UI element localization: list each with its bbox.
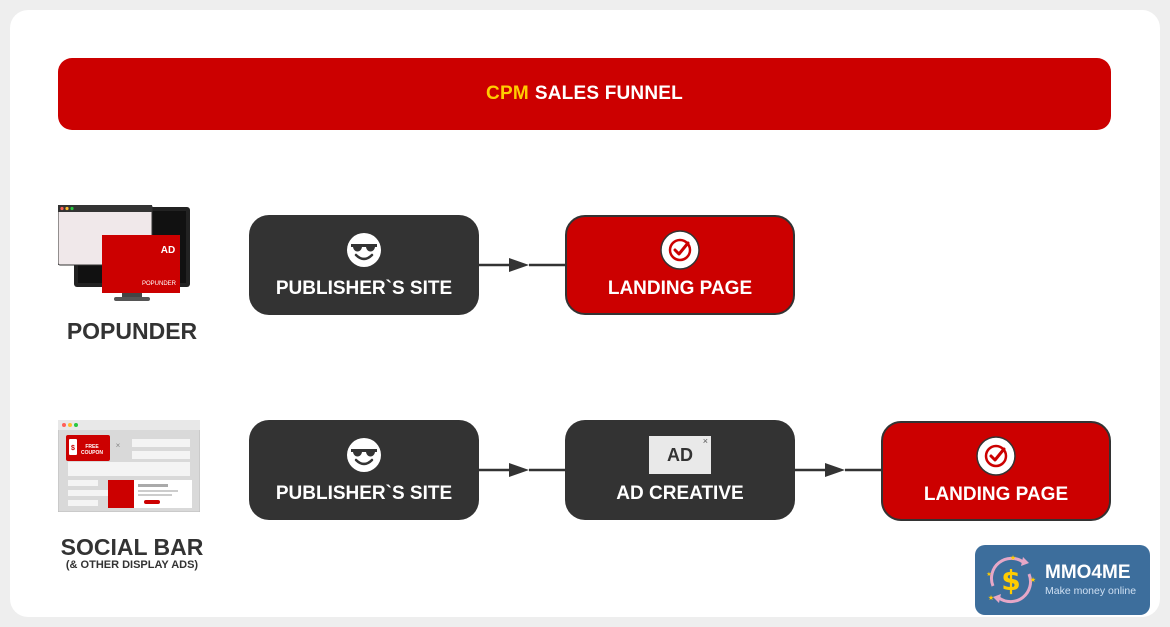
banner-highlight: CPM xyxy=(486,83,529,104)
step-publisher-site-1: PUBLISHER`S SITE xyxy=(249,215,479,315)
popunder-illustration: AD POPUNDER xyxy=(58,205,190,301)
row-label-popunder: POPUNDER xyxy=(66,318,198,344)
svg-text:★: ★ xyxy=(988,594,994,602)
logo-symbol: $ xyxy=(1001,564,1020,597)
step-ad-creative: AD × AD CREATIVE xyxy=(565,420,795,520)
logo-tagline: Make money online xyxy=(1045,585,1137,598)
ad-icon-text: AD xyxy=(667,444,693,465)
cool-face-icon xyxy=(347,438,381,472)
popunder-caption-text: POPUNDER xyxy=(142,281,177,287)
step-publisher-site-2: PUBLISHER`S SITE xyxy=(249,420,479,520)
step-landing-page-2: LANDING PAGE xyxy=(881,421,1111,521)
svg-text:★: ★ xyxy=(1010,554,1016,562)
step-label: LANDING PAGE xyxy=(607,278,753,299)
logo-brand: MMO4ME xyxy=(1045,562,1131,584)
ad-icon: AD × xyxy=(649,436,711,474)
close-icon: × xyxy=(702,436,708,446)
banner-title: SALES FUNNEL xyxy=(534,83,683,104)
target-check-icon xyxy=(976,436,1016,476)
target-check-icon xyxy=(660,230,700,270)
svg-text:FREE: FREE xyxy=(85,444,99,450)
svg-text:×: × xyxy=(116,441,121,450)
svg-text:★: ★ xyxy=(986,571,991,578)
step-landing-page-1: LANDING PAGE xyxy=(565,215,795,315)
flow-arrow-3 xyxy=(795,463,881,477)
step-label: PUBLISHER`S SITE xyxy=(275,483,453,504)
popunder-ad-text: AD xyxy=(161,245,175,256)
mmo4me-logo: $ ★ ★ ★ ★ MMO4ME Make money online xyxy=(975,545,1150,615)
step-label: AD CREATIVE xyxy=(616,483,744,504)
cool-face-icon xyxy=(347,233,381,267)
title-banner: CPM SALES FUNNEL xyxy=(58,58,1111,130)
step-label: LANDING PAGE xyxy=(923,484,1069,505)
flow-arrow-2 xyxy=(479,463,565,477)
svg-text:COUPON: COUPON xyxy=(81,450,103,456)
row-sublabel-social-bar: (& OTHER DISPLAY ADS) xyxy=(65,559,199,571)
dollar-cycle-icon: $ ★ ★ ★ ★ xyxy=(986,554,1036,604)
flow-arrow-1 xyxy=(479,258,565,272)
step-label: PUBLISHER`S SITE xyxy=(275,278,453,299)
svg-text:$: $ xyxy=(71,445,75,452)
row-label-social-bar: SOCIAL BAR xyxy=(60,534,204,560)
svg-text:★: ★ xyxy=(1030,576,1036,584)
social-bar-illustration: $ FREE COUPON × xyxy=(58,420,200,512)
